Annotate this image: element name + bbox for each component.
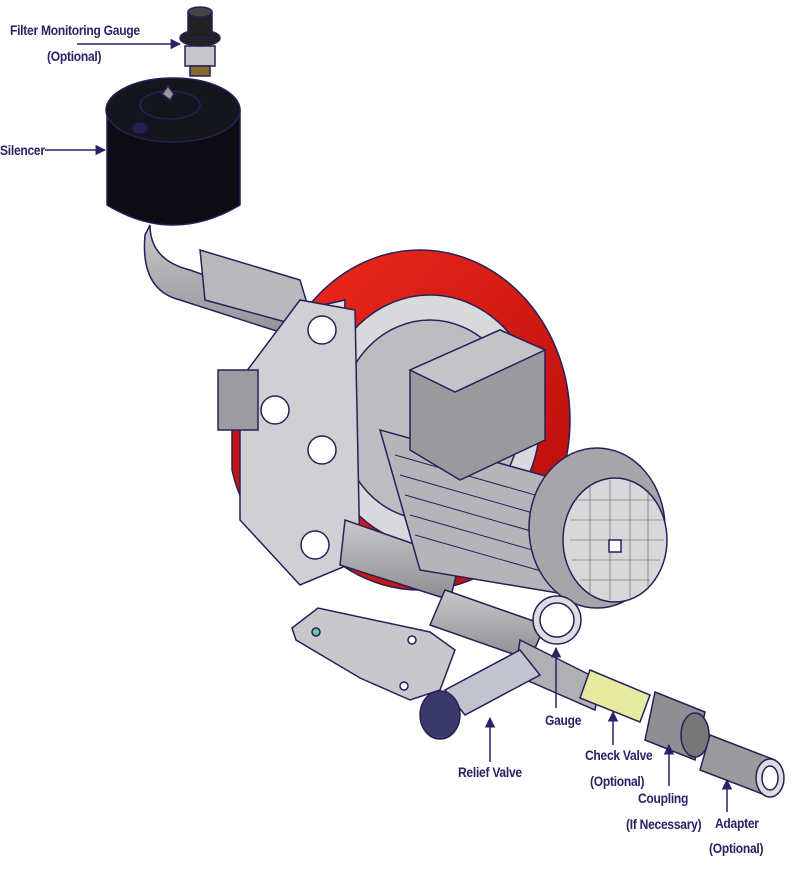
silencer-label: Silencer [0, 142, 45, 158]
silencer [105, 77, 241, 226]
motor [378, 329, 668, 609]
relief-valve [443, 649, 542, 716]
gauge-label: Gauge [545, 712, 582, 728]
coupling-label: Coupling [638, 790, 689, 806]
filter-gauge-label: Filter Monitoring Gauge [10, 22, 140, 38]
relief-valve-filter [419, 690, 461, 740]
check-valve-label: Check Valve [585, 747, 653, 763]
filter-gauge-optional-label: (Optional) [47, 48, 102, 64]
base-plate [291, 607, 456, 701]
relief-valve-label: Relief Valve [458, 764, 522, 780]
flange [217, 299, 361, 586]
check-valve-optional-label: (Optional) [590, 773, 645, 789]
inlet-pipe [143, 224, 331, 346]
adapter-label: Adapter [715, 815, 759, 831]
check-valve [579, 669, 651, 723]
adapter-optional-label: (Optional) [709, 840, 764, 856]
coupling-note-label: (If Necessary) [626, 816, 702, 832]
callout-arrows [45, 38, 733, 812]
filter-monitoring-gauge [179, 6, 221, 77]
discharge-pipe [419, 589, 785, 798]
